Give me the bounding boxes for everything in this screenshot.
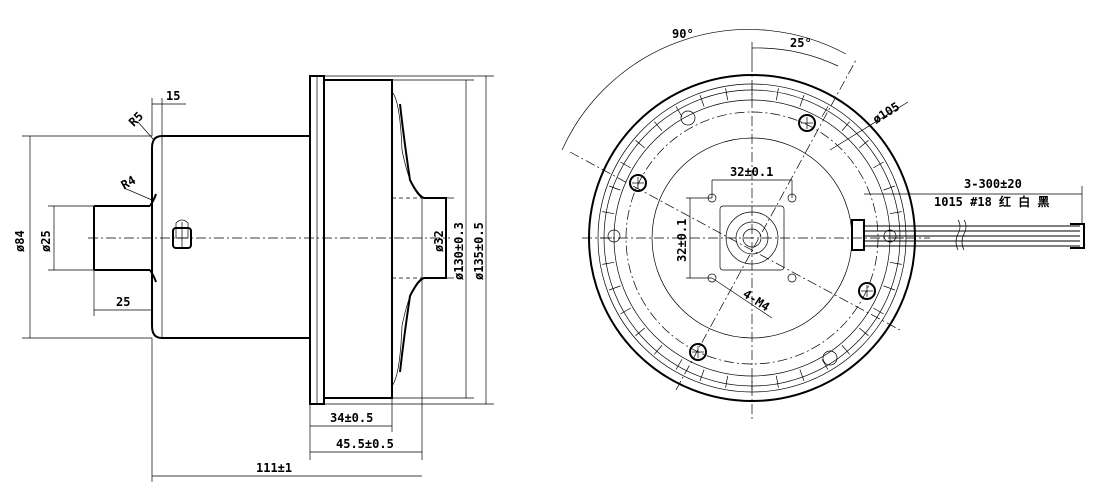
rim-rib [821,359,829,370]
rim-rib [699,95,705,107]
mount-screw-icon [689,343,707,361]
rim-rib [654,121,663,131]
rim-boss [607,110,897,366]
dim-32-vertical-label: 32±0.1 [675,219,689,262]
dim-d105-label: ø105 [870,99,902,126]
rim-rib [654,345,663,355]
dim-32-horizontal-label: 32±0.1 [730,165,773,179]
wire-spec-label: 1015 #18 红 白 黑 [934,194,1049,209]
dim-r5: R5 [126,109,155,141]
dim-d32-label: ø32 [432,230,446,252]
dim-111: 111±1 [151,338,422,482]
dim-25-label: 25 [116,295,130,309]
shaft-core [742,228,762,248]
rim-rib [775,375,779,388]
dim-15: 15 [151,89,186,136]
rim-rib [799,369,805,381]
mount-screw-icon [858,282,876,300]
wire-bundle [851,219,1085,251]
shaft-ring [725,211,779,265]
dim-32-horizontal: 32±0.1 [711,165,793,198]
dim-32-vertical: 32±0.1 [675,197,712,279]
rim-rib [859,327,869,336]
dim-d135: ø135±0.5 [324,75,494,405]
dim-r4-label: R4 [119,173,139,192]
shaft-outline [93,205,150,271]
rim-rib [635,327,645,336]
dim-d84: ø84 [13,135,152,339]
rim-rib [620,161,631,169]
dim-d130-label: ø130±0.3 [452,222,466,280]
rim-rib [841,121,850,131]
rim-rib [883,285,895,291]
shaft-root-fillet [149,193,157,283]
bolt-circle-d105 [625,111,879,365]
front-view: 90° 25° ø105 32±0.1 32±0.1 [561,27,1085,420]
dim-d130: ø130±0.3 [392,79,474,399]
front-centerline-diag [569,151,901,331]
dim-15-label: 15 [166,89,180,103]
inner-rim [613,99,891,377]
dim-45-5: 45.5±0.5 [310,278,423,460]
rotor-curve [391,91,423,387]
dim-d84-label: ø84 [13,230,27,252]
rim-rib [859,140,869,149]
rim-rib [883,185,895,191]
mount-screw-icon [798,114,816,132]
rim-rib [889,261,902,265]
dim-angle-90: 90° [561,27,847,151]
rim-rib [602,261,615,265]
rim-rib [602,211,615,215]
rim-rib [635,140,645,149]
rim-rib [873,161,884,169]
rotor-housing [324,79,393,399]
dim-angle-25: 25° [751,36,839,67]
rim-rib [775,88,779,101]
dim-d32: ø32 [432,197,454,279]
rim-rib [799,95,805,107]
front-centerline-25deg [675,59,857,391]
side-view: 15 R5 R4 ø84 ø25 [13,75,494,482]
dim-d25-label: ø25 [39,230,53,252]
outer-ring [588,74,916,402]
rim-rib [725,88,729,101]
shaft-ring-inner [735,221,769,255]
rim-rib [699,369,705,381]
center-square [719,205,785,271]
body-screw-icon [172,219,192,249]
rim-rib [821,106,829,117]
dim-d135-label: ø135±0.5 [472,222,486,280]
outer-ring-2 [597,83,907,393]
rim-rib [889,211,902,215]
rim-rib [841,345,850,355]
mount-screw-icon [629,174,647,192]
dim-wire: 3-300±20 1015 #18 红 白 黑 [864,177,1083,224]
dim-45-5-label: 45.5±0.5 [336,437,394,451]
dim-34-label: 34±0.5 [330,411,373,425]
rim-rib [609,285,621,291]
dim-angle-25-label: 25° [790,36,812,50]
rim-rib [725,375,729,388]
dim-4m4-label: 4-M4 [740,287,772,314]
rim-rib [873,307,884,315]
rim-rib [620,307,631,315]
dim-angle-90-label: 90° [672,27,694,41]
rim-rib [675,106,683,117]
dim-4m4: 4-M4 [711,277,772,319]
wire-length-label: 3-300±20 [964,177,1022,191]
dim-d25: ø25 [39,205,94,271]
rim-rib [609,185,621,191]
dim-25: 25 [93,270,153,316]
rim-rib [675,359,683,370]
dim-r4: R4 [119,173,153,201]
dim-34: 34±0.5 [309,398,393,460]
dim-111-label: 111±1 [256,461,292,475]
rim-ribs [600,86,904,390]
dim-r5-label: R5 [126,109,146,129]
